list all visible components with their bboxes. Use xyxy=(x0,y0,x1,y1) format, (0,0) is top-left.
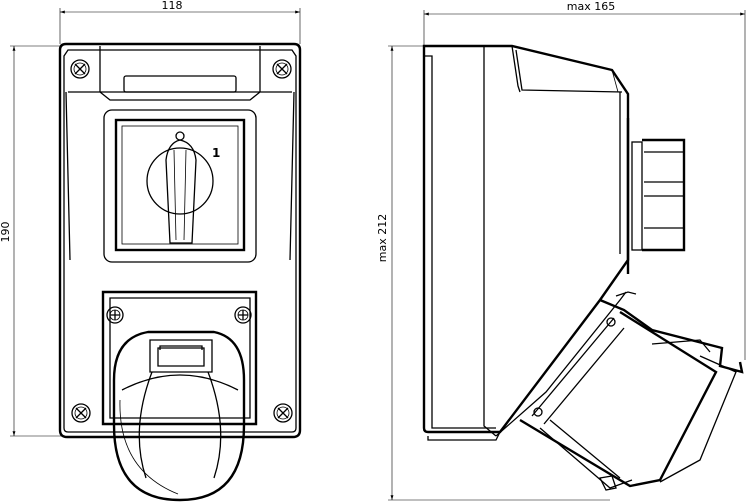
front-height-dimension: 190 xyxy=(0,45,62,437)
switch-position-label: 1 xyxy=(212,146,220,160)
side-height-dimension: max 212 xyxy=(376,45,610,501)
side-view xyxy=(422,44,744,491)
switch-knob-side xyxy=(626,118,686,274)
front-housing-outline xyxy=(58,42,302,439)
front-view: 1 xyxy=(58,42,302,502)
front-width-dimension: 118 xyxy=(59,0,301,44)
side-height-label: max 212 xyxy=(376,214,389,262)
rotary-switch-knob xyxy=(146,131,214,244)
screw-icon xyxy=(70,59,90,79)
screw-icon xyxy=(273,403,293,423)
screw-icon xyxy=(106,306,124,324)
socket-plate xyxy=(101,290,258,426)
socket-outlet xyxy=(112,330,246,502)
front-width-label: 118 xyxy=(162,0,183,12)
side-depth-label: max 165 xyxy=(567,0,615,13)
front-height-label: 190 xyxy=(0,222,12,243)
screw-icon xyxy=(272,59,292,79)
screw-icon xyxy=(71,403,91,423)
label-plate xyxy=(123,75,237,93)
socket-outlet-side xyxy=(495,291,744,491)
switch-panel xyxy=(103,109,257,263)
side-depth-dimension: max 165 xyxy=(423,0,746,360)
side-housing-outline xyxy=(422,44,630,434)
screw-icon xyxy=(234,306,252,324)
